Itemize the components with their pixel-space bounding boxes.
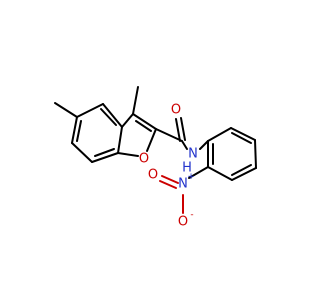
nitro-oxygen-charge: - [190, 210, 193, 220]
amide-bond-c2-carbonyl [155, 128, 183, 142]
amide-hydrogen-label: H [182, 161, 192, 176]
skeleton-bonds [54, 86, 257, 214]
furan-bond-c2-o1 [146, 128, 157, 152]
nitro-oxygen-single-label: O [178, 215, 188, 230]
benzo-bond-c7a-c3a [117, 126, 123, 154]
amide-bond-n-aryl [199, 140, 209, 150]
benzo-bond-c3a-c4 [102, 103, 123, 128]
aryl-bond-4-5-inner [231, 164, 252, 176]
benzo-bond-c5-c6 [71, 116, 78, 144]
nitro-nitrogen-charge: + [187, 172, 195, 182]
furan-bond-c3a-c3 [121, 113, 134, 128]
benzo-bond-c4-inner [100, 108, 117, 126]
nitro-oxygen-double-label: O [148, 168, 158, 183]
aryl-bond-1-2 [207, 127, 232, 142]
furan-bond-o1-c7a [117, 152, 139, 157]
amide-bond-carbonyl-n [181, 140, 188, 150]
methyl-bond-c5 [54, 102, 78, 118]
carbonyl-double-bond-a [175, 118, 181, 142]
nitro-nitrogen-label: N [178, 177, 188, 192]
aryl-bond-3-4 [254, 139, 257, 169]
benzo-bond-c4-c5 [76, 103, 104, 118]
nitro-bond-n-o-double-a [161, 175, 179, 184]
carbonyl-double-bond-b [180, 117, 186, 141]
atom-labels: O O N H N + O O - [139, 103, 198, 230]
methyl-bond-c3 [132, 86, 139, 115]
aryl-bond-5-6 [207, 166, 233, 181]
furan-bond-c3-c2-inner [135, 120, 152, 132]
carbonyl-oxygen-label: O [171, 103, 181, 118]
benzo-bond-c6-c7 [71, 142, 93, 163]
furan-bond-c3-c2 [132, 113, 157, 130]
aryl-bond-4-5 [231, 167, 257, 181]
ring-oxygen-label: O [139, 152, 149, 167]
aryl-bond-2-3-inner [231, 132, 252, 144]
benzo-bond-c6-c6-inner [76, 120, 82, 142]
aryl-bond-2-3 [230, 127, 256, 141]
nitro-bond-c-n [188, 166, 209, 179]
benzo-bond-c7-inner [94, 148, 115, 157]
benzo-bond-c7-c7a [91, 152, 119, 163]
molecule-structure-diagram: O O N H N + O O - [54, 86, 257, 230]
amide-nitrogen-label: N [188, 147, 198, 162]
nitro-bond-n-o-double-b [159, 180, 177, 189]
